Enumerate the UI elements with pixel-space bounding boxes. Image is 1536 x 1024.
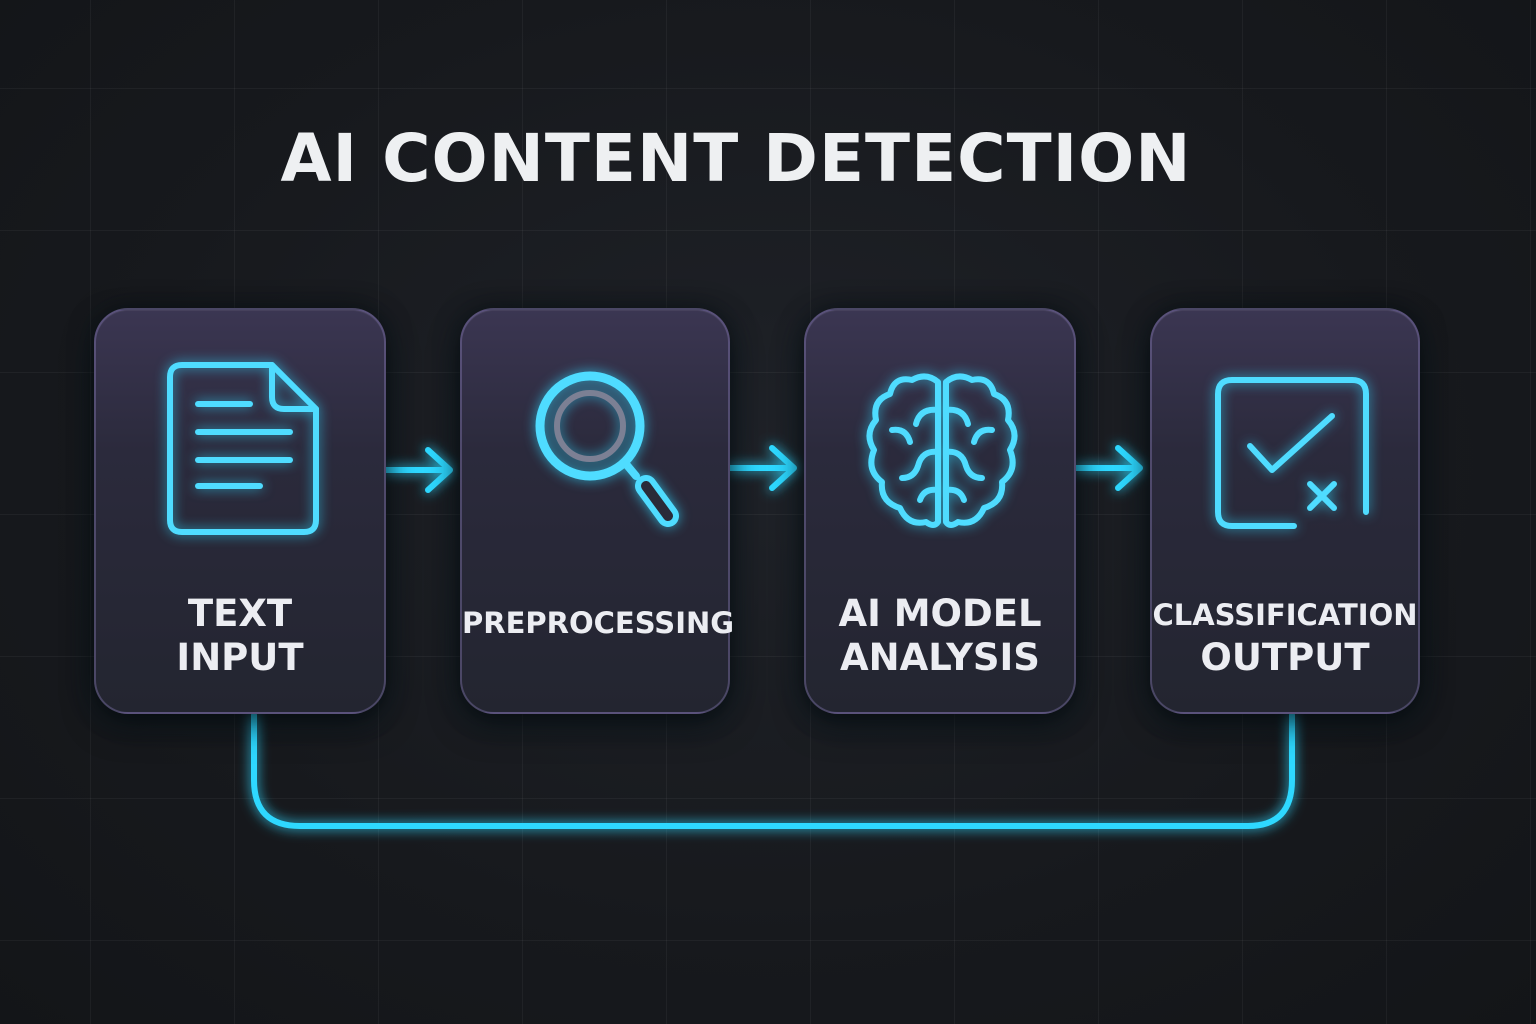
arrow-2-icon: [727, 445, 797, 491]
step-card-preprocessing: PREPROCESSING: [460, 308, 735, 714]
step-label-line2: ANALYSIS: [840, 636, 1040, 680]
step-label-line2: INPUT: [176, 636, 304, 680]
document-icon: [167, 362, 319, 535]
step-label-line1: PREPROCESSING: [462, 606, 735, 640]
arrow-1-icon: [383, 447, 453, 493]
step-label-line1: CLASSIFICATION: [1152, 598, 1418, 632]
step-card-ai-model-analysis: AI MODEL ANALYSIS: [804, 308, 1076, 714]
step-label-line1: AI MODEL: [838, 592, 1042, 635]
step-label-line1: TEXT: [187, 592, 293, 635]
feedback-loop-line: [251, 712, 1295, 829]
step-label-line2: OUTPUT: [1200, 635, 1370, 679]
checkbox-check-x-icon: [1215, 377, 1369, 529]
step-card-text-input: TEXT INPUT: [94, 308, 386, 714]
page-title: AI CONTENT DETECTION: [280, 120, 1192, 197]
brain-icon: [866, 373, 1018, 528]
magnifier-icon: [535, 371, 679, 527]
arrow-3-icon: [1073, 445, 1143, 491]
step-card-classification-output: CLASSIFICATION OUTPUT: [1150, 308, 1420, 714]
